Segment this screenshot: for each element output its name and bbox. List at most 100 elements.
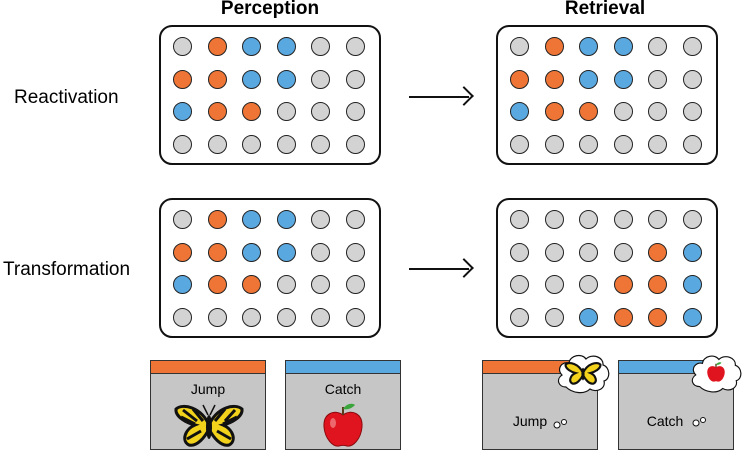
dot-blue <box>276 69 296 89</box>
dot-gray <box>613 134 633 154</box>
dot-orange <box>173 69 192 89</box>
dot-gray <box>648 134 667 154</box>
dot-orange <box>648 275 667 294</box>
transformation-arrow <box>409 268 469 270</box>
transformation-label: Transformation <box>3 259 131 280</box>
dot-blue <box>613 69 633 89</box>
dot-orange <box>207 37 227 56</box>
dot-gray <box>311 69 330 89</box>
dot-gray <box>510 134 529 154</box>
dot-gray <box>345 210 365 229</box>
dot-gray <box>311 275 330 294</box>
dot-gray <box>276 134 296 154</box>
dot-gray <box>311 210 330 229</box>
dot-gray <box>311 307 330 327</box>
dot-gray <box>345 307 365 327</box>
dot-gray <box>311 134 330 154</box>
dot-gray <box>173 307 192 327</box>
dot-gray <box>648 210 667 229</box>
dot-orange <box>613 307 633 327</box>
reactivation-label: Reactivation <box>14 87 119 108</box>
perception-jump-card: Jump <box>150 360 266 450</box>
dot-gray <box>173 37 192 56</box>
dot-blue <box>682 307 702 327</box>
dot-gray <box>510 37 529 56</box>
apple-icon <box>319 401 367 449</box>
dot-blue <box>276 242 296 262</box>
dot-gray <box>579 210 598 229</box>
dot-gray <box>579 275 598 294</box>
card-color-bar <box>286 361 400 374</box>
dot-gray <box>345 275 365 294</box>
dot-blue <box>242 242 261 262</box>
reactivation-arrow <box>409 96 469 98</box>
dot-blue <box>579 69 598 89</box>
dot-gray <box>682 69 702 89</box>
thought-bubble-small-icon <box>692 417 708 427</box>
dot-blue <box>173 102 192 121</box>
dot-gray <box>579 134 598 154</box>
dot-blue <box>510 102 529 121</box>
dot-orange <box>173 242 192 262</box>
dot-orange <box>613 275 633 294</box>
dot-gray <box>311 102 330 121</box>
dot-gray <box>242 307 261 327</box>
dot-gray <box>207 307 227 327</box>
dot-gray <box>544 134 564 154</box>
card-word: Catch <box>324 381 362 397</box>
dot-orange <box>510 69 529 89</box>
dot-orange <box>544 102 564 121</box>
dot-gray <box>276 102 296 121</box>
dot-gray <box>510 242 529 262</box>
card-word: Jump <box>190 381 226 397</box>
dot-gray <box>682 37 702 56</box>
perception-header: Perception <box>220 0 320 19</box>
dot-gray <box>242 134 261 154</box>
dot-gray <box>544 242 564 262</box>
dot-gray <box>579 242 598 262</box>
dot-gray <box>544 275 564 294</box>
butterfly-icon <box>564 360 602 386</box>
dot-gray <box>648 37 667 56</box>
perception-catch-card: Catch <box>285 360 401 450</box>
reactivation-perception-grid <box>159 25 381 165</box>
dot-orange <box>207 210 227 229</box>
dot-blue <box>579 307 598 327</box>
dot-gray <box>544 210 564 229</box>
dot-orange <box>579 102 598 121</box>
apple-icon <box>705 361 727 383</box>
dot-gray <box>682 102 702 121</box>
dot-gray <box>682 210 702 229</box>
dot-gray <box>510 275 529 294</box>
dot-gray <box>648 69 667 89</box>
dot-blue <box>242 69 261 89</box>
dot-orange <box>207 275 227 294</box>
dot-blue <box>242 37 261 56</box>
card-color-bar <box>151 361 265 374</box>
dot-blue <box>579 37 598 56</box>
dot-gray <box>276 275 296 294</box>
dot-blue <box>613 37 633 56</box>
dot-orange <box>207 102 227 121</box>
dot-gray <box>311 242 330 262</box>
thought-bubble-small-icon <box>553 419 569 429</box>
butterfly-icon <box>173 401 245 449</box>
dot-gray <box>682 134 702 154</box>
dot-orange <box>544 37 564 56</box>
dot-gray <box>613 210 633 229</box>
thought-cloud-butterfly <box>554 351 612 395</box>
dot-gray <box>648 102 667 121</box>
dot-blue <box>242 210 261 229</box>
dot-gray <box>173 134 192 154</box>
dot-gray <box>510 307 529 327</box>
reactivation-retrieval-grid <box>496 25 718 165</box>
dot-gray <box>613 102 633 121</box>
card-word: Jump <box>512 413 548 429</box>
dot-gray <box>613 242 633 262</box>
dot-blue <box>173 275 192 294</box>
dot-gray <box>345 102 365 121</box>
transformation-retrieval-grid <box>496 198 718 338</box>
dot-orange <box>242 275 261 294</box>
dot-gray <box>345 69 365 89</box>
dot-blue <box>682 275 702 294</box>
